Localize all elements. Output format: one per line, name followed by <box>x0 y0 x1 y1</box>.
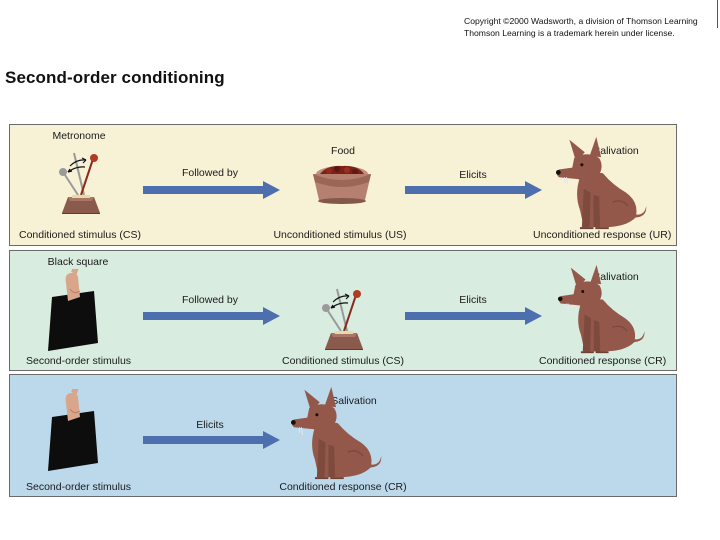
arrow-right-icon <box>405 307 542 325</box>
metronome-label: Metronome <box>52 130 106 142</box>
salivation-label: Salivation <box>331 395 377 407</box>
salivation-label: Salivation <box>593 271 639 283</box>
followed-by-label: Followed by <box>181 294 239 306</box>
conditioned-stimulus-label: Conditioned stimulus (CS) <box>19 229 141 241</box>
followed-by-label: Followed by <box>181 167 239 179</box>
dog-icon <box>553 135 653 231</box>
dog-icon <box>288 385 388 481</box>
elicits-label: Elicits <box>196 419 224 431</box>
metronome-icon <box>50 139 110 214</box>
black-square-icon <box>40 389 110 479</box>
dog-icon <box>553 263 653 355</box>
elicits-label: Elicits <box>459 294 487 306</box>
second-order-stimulus-label: Second-order stimulus <box>26 481 132 493</box>
copyright-line-2: Thomson Learning is a trademark herein u… <box>464 28 675 38</box>
corner-divider <box>717 0 718 28</box>
panel-second-order-result: Second-order stimulus Elicits Salivation… <box>9 374 677 497</box>
food-label: Food <box>331 145 355 157</box>
panel-first-order: Metronome Conditioned stimulus (CS) Foll… <box>9 124 677 246</box>
arrow-right-icon <box>143 181 280 199</box>
unconditioned-stimulus-label: Unconditioned stimulus (US) <box>273 229 407 241</box>
conditioned-response-label: Conditioned response (CR) <box>279 481 407 493</box>
page-title: Second-order conditioning <box>5 68 225 87</box>
conditioned-stimulus-label: Conditioned stimulus (CS) <box>282 355 404 367</box>
second-order-stimulus-label: Second-order stimulus <box>26 355 132 367</box>
elicits-label: Elicits <box>459 169 487 181</box>
black-square-icon <box>40 269 110 359</box>
black-square-label: Black square <box>47 256 109 268</box>
copyright-line-1: Copyright ©2000 Wadsworth, a division of… <box>464 16 698 26</box>
arrow-right-icon <box>405 181 542 199</box>
arrow-right-icon <box>143 307 280 325</box>
panel-second-order: Black square Second-order stimulus Follo… <box>9 250 677 371</box>
arrow-right-icon <box>143 431 280 449</box>
metronome-icon <box>313 275 373 350</box>
unconditioned-response-label: Unconditioned response (UR) <box>533 229 672 241</box>
food-bowl-icon <box>307 160 377 205</box>
conditioned-response-label: Conditioned response (CR) <box>539 355 667 367</box>
copyright-notice: Copyright ©2000 Wadsworth, a division of… <box>464 15 698 39</box>
salivation-label: Salivation <box>593 145 639 157</box>
